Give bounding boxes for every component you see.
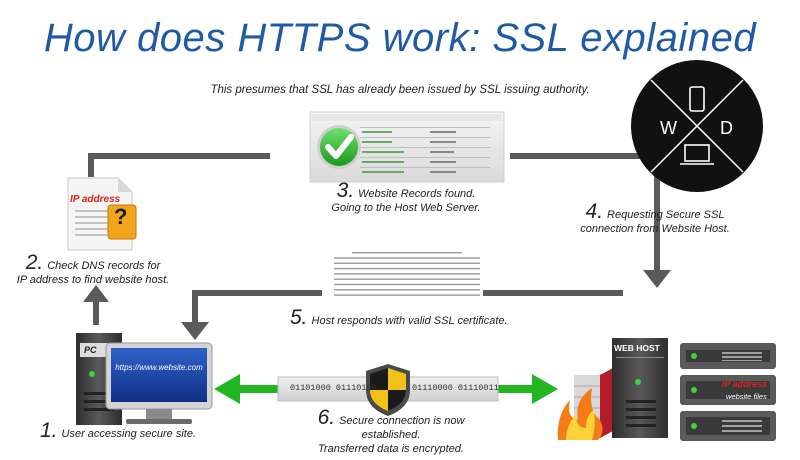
- step-2-line1: Check DNS records for: [47, 260, 161, 272]
- green-check-icon: [317, 125, 361, 169]
- step-4-line1: Requesting Secure SSL: [607, 209, 725, 221]
- step-5: 5.Host responds with valid SSL certifica…: [290, 307, 570, 328]
- green-arrow-left: [214, 374, 292, 404]
- step-6-number: 6.: [317, 406, 336, 429]
- ssl-certificate-text: [332, 250, 482, 300]
- phone-icon: [689, 86, 705, 112]
- dns-records-panel: [309, 111, 505, 183]
- step-5-text: Host responds with valid SSL certificate…: [311, 315, 508, 327]
- binary-right: 01110000 01110011: [412, 383, 499, 393]
- subtitle: This presumes that SSL has already been …: [210, 84, 590, 96]
- pc-monitor: [105, 342, 213, 424]
- step-5-number: 5.: [290, 306, 308, 329]
- step-3-line1: Website Records found.: [358, 188, 476, 200]
- wd-logo: [631, 60, 763, 192]
- step-1: 1.User accessing secure site.: [40, 420, 240, 441]
- logo-letter-d: D: [720, 118, 733, 138]
- step-4-line2: connection from Website Host.: [580, 223, 730, 235]
- doc-ip-label: IP address: [70, 194, 121, 205]
- host-ip-label: IP address: [722, 379, 768, 389]
- step-3: 3.Website Records found. Going to the Ho…: [316, 180, 496, 215]
- host-files-label: website files: [726, 392, 767, 401]
- step-1-text: User accessing secure site.: [61, 428, 197, 440]
- step-1-number: 1.: [40, 419, 58, 442]
- question-mark-icon: ?: [114, 204, 128, 229]
- step-4: 4.Requesting Secure SSL connection from …: [560, 201, 750, 236]
- step-6-line1: Secure connection is now established.: [339, 415, 465, 441]
- pc-screen-url: https://www.website.com: [115, 363, 203, 372]
- rack-units: [680, 343, 776, 441]
- gray-arrows: [83, 153, 671, 340]
- step-2-number: 2.: [25, 251, 44, 274]
- security-shield-icon: [366, 364, 410, 416]
- step-3-line2: Going to the Host Web Server.: [331, 202, 481, 214]
- step-4-number: 4.: [585, 200, 604, 223]
- step-6-line2: Transferred data is encrypted.: [318, 443, 464, 455]
- logo-letter-w: W: [660, 118, 677, 138]
- step-2: 2.Check DNS records for IP address to fi…: [8, 252, 178, 287]
- step-3-number: 3.: [336, 179, 355, 202]
- pc-label: PC: [84, 345, 97, 355]
- step-2-line2: IP address to find website host.: [16, 274, 170, 286]
- page-title: How does HTTPS work: SSL explained: [43, 16, 757, 60]
- web-host-server: [612, 338, 668, 438]
- monitor-icon: [684, 144, 710, 162]
- green-arrow-right: [492, 374, 558, 404]
- step-6: 6.Secure connection is now established. …: [296, 407, 486, 456]
- document-icon: [67, 177, 137, 251]
- binary-left: 01101000 01110100: [290, 383, 377, 393]
- web-host-label: WEB HOST: [614, 343, 660, 353]
